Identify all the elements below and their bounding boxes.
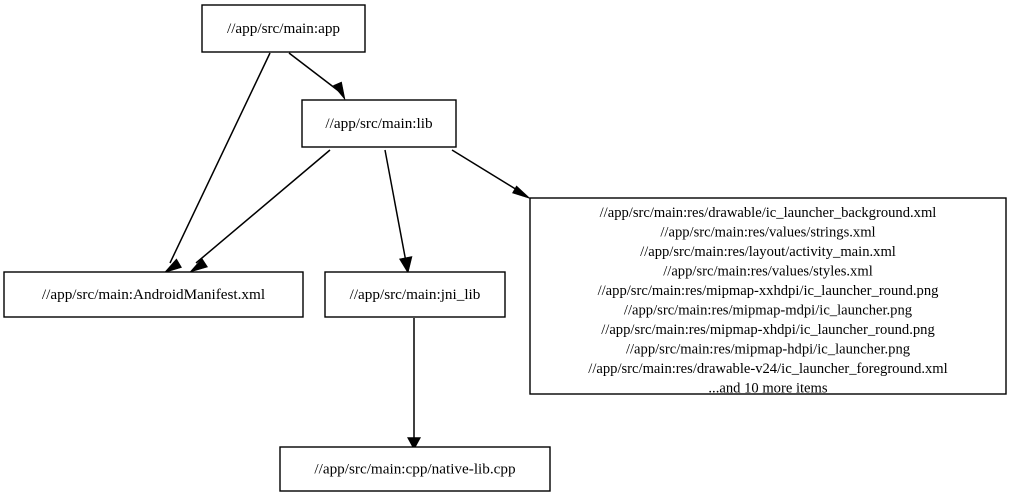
- node-resources-line-10: ...and 10 more items: [708, 381, 827, 397]
- node-resources-line-4: //app/src/main:res/values/styles.xml: [663, 264, 873, 280]
- node-resources-line-3: //app/src/main:res/layout/activity_main.…: [640, 244, 896, 260]
- node-jni-lib-label: //app/src/main:jni_lib: [350, 286, 481, 303]
- edge-app-to-lib: [288, 52, 346, 100]
- node-lib[interactable]: //app/src/main:lib: [301, 99, 457, 148]
- node-native-lib-cpp-label: //app/src/main:cpp/native-lib.cpp: [314, 460, 515, 477]
- node-resources-line-2: //app/src/main:res/values/strings.xml: [660, 225, 875, 241]
- node-resources-line-8: //app/src/main:res/mipmap-hdpi/ic_launch…: [626, 342, 911, 358]
- node-android-manifest-label: //app/src/main:AndroidManifest.xml: [42, 286, 265, 303]
- node-resources-line-7: //app/src/main:res/mipmap-xhdpi/ic_launc…: [601, 322, 935, 338]
- node-app-label: //app/src/main:app: [227, 20, 340, 37]
- edge-lib-to-resources: [451, 149, 531, 199]
- node-resources-line-6: //app/src/main:res/mipmap-mdpi/ic_launch…: [624, 303, 913, 319]
- edge-lib-to-jni-lib: [384, 149, 413, 274]
- node-android-manifest[interactable]: //app/src/main:AndroidManifest.xml: [3, 271, 304, 318]
- node-app[interactable]: //app/src/main:app: [201, 4, 366, 53]
- node-resources-line-1: //app/src/main:res/drawable/ic_launcher_…: [600, 205, 937, 221]
- node-lib-label: //app/src/main:lib: [325, 115, 433, 132]
- node-jni-lib[interactable]: //app/src/main:jni_lib: [324, 271, 506, 318]
- node-resources-line-5: //app/src/main:res/mipmap-xxhdpi/ic_laun…: [598, 283, 940, 299]
- node-resources[interactable]: //app/src/main:res/drawable/ic_launcher_…: [529, 197, 1007, 397]
- edge-jni-lib-to-native-lib: [406, 318, 422, 451]
- node-native-lib-cpp[interactable]: //app/src/main:cpp/native-lib.cpp: [279, 446, 551, 492]
- edge-app-to-manifest: [163, 52, 271, 274]
- edge-lib-to-manifest: [189, 149, 331, 273]
- node-resources-line-9: //app/src/main:res/drawable-v24/ic_launc…: [588, 361, 947, 377]
